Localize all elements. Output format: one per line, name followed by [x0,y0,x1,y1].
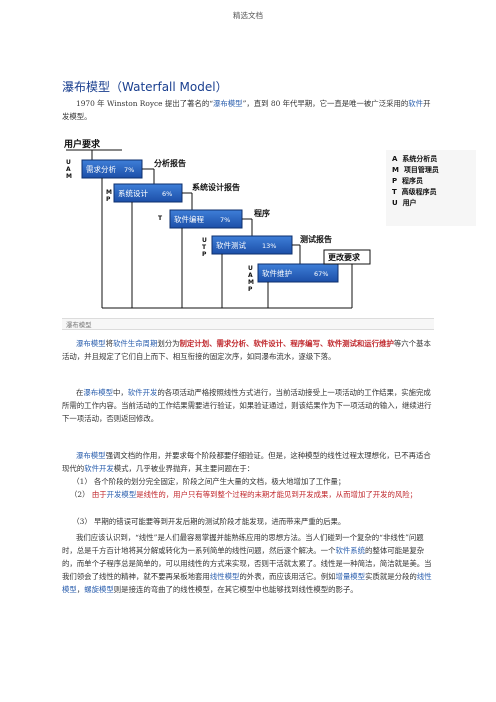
stage-label: 软件维护 [262,268,292,278]
list-text: 各个阶段的划分完全固定，阶段之间产生大量的文档，极大地增加了工作量； [94,477,346,486]
legend-item: P 程序员 [392,177,424,185]
figure-caption: 瀑布模型 [62,318,434,330]
text: 中， [112,388,128,397]
link-waterfall-model[interactable]: 瀑布模型 [83,388,113,397]
link-software-system[interactable]: 软件系统 [335,546,366,555]
diagram-top-label: 用户要求 [63,138,101,150]
stage-output: 分析报告 [154,158,186,168]
list-text: 早期的错误可能要等到开发后期的测试阶段才能发现，进而带来严重的后果。 [94,517,346,526]
role-letter: M [66,173,72,180]
stage-percent: 6% [162,190,172,198]
stage-output: 程序 [254,208,270,218]
legend-item: M 项目管理员 [392,166,439,174]
stage-percent: 7% [220,216,230,224]
role-letter: U [66,159,71,166]
role-letter: T [158,215,163,222]
text: 的外表，而应该用活它。例如 [239,572,336,581]
paragraph-linear: 在瀑布模型中，软件开发的各项活动严格按照线性方式进行，当前活动接受上一项活动的工… [62,386,434,425]
stage-percent: 67% [314,270,328,278]
list-number: （1） [72,477,92,486]
highlight-phases: 制定计划、需求分析、软件设计、程序编写、软件测试和运行维护 [179,339,394,348]
text: 我们应该认识到，“线性”是人们最容易掌握并能熟练应用的思想方法。当人们碰到一个复… [62,533,424,555]
stage-percent: 13% [262,242,276,250]
waterfall-diagram: 用户要求 需求分析 7% 分析报告 系统设计 6% 系统设计报告 软件编程 7%… [62,138,372,316]
intro-text: 1970 年 Winston Royce 提出了著名的“ [76,99,213,108]
text: 实质就是分段的 [365,572,417,581]
list-number: （3） [72,517,92,526]
text: ， [76,585,85,594]
link-dev-model[interactable]: 开发模型 [106,490,137,499]
text: 强调文档的作用，并要求每个阶段都要仔细验证。但是，这种模型的线性过程太理想化，已… [62,451,431,473]
stage-percent: 7% [124,166,134,174]
intro-text: ”，直到 80 年代早期，它一直是唯一被广泛采用的 [242,99,409,108]
role-letter: M [106,189,112,196]
stage-label: 软件测试 [216,240,246,250]
feedback-lines [101,178,353,309]
role-letter: P [202,251,207,258]
legend-item: T 高级程序员 [392,188,437,196]
link-incremental-model[interactable]: 增量模型 [335,572,366,581]
link-spiral-model[interactable]: 螺旋模型 [84,585,114,594]
link-software-dev[interactable]: 软件开发 [84,464,114,473]
text: 在 [76,388,84,397]
intro-text: 开发模型。 [62,99,431,121]
legend-item: A 系统分析员 [392,155,438,163]
stage-output: 测试报告 [300,234,332,244]
stage-maintenance: 软件维护 67% 更改要求 [257,249,371,283]
stage-label: 需求分析 [86,164,116,174]
list-text: 是线性的，用户只有等到整个过程的末期才能见到开发成果，从而增加了开发的风险； [136,490,418,499]
text: 将 [105,339,113,348]
stage-programming: 软件编程 7% 程序 [169,208,270,236]
stage-system-design: 系统设计 6% 系统设计报告 [113,182,240,210]
list-item: （2） 由于开发模型是线性的，用户只有等到整个过程的末期才能见到开发成果，从而增… [62,488,434,501]
intro-paragraph: 1970 年 Winston Royce 提出了著名的“瀑布模型”，直到 80 … [62,97,434,123]
text: 等六个基本活动，并且规定了它们自上而下、相互衔接的固定次序，如同瀑布流水，逐级下… [62,339,431,361]
role-letter: T [202,244,207,251]
text: 则是接连的弯曲了的线性模型，在其它模型中也能够找到线性模型的影子。 [113,585,358,594]
text: 的各项活动严格按照线性方式进行，当前活动接受上一项活动的工作结果，实施完成所需的… [62,388,432,423]
article-title: 瀑布模型（Waterfall Model） [62,80,228,94]
stage-output: 更改要求 [328,252,361,262]
link-linear-model[interactable]: 线性模型 [209,572,240,581]
text: 的整体可能是复杂的，而单个子程序总是简单的，可以用线性的方式来实现，否则干活就太… [62,546,432,581]
role-letter: P [106,196,111,203]
paragraph-phases: 瀑布模型将软件生命周期划分为制定计划、需求分析、软件设计、程序编写、软件测试和运… [62,337,434,363]
list-item: （3）早期的错误可能要等到开发后期的测试阶段才能发现，进而带来严重的后果。 [62,515,434,528]
link-software[interactable]: 软件 [408,99,424,108]
paragraph-linearity: 我们应该认识到，“线性”是人们最容易掌握并能熟练应用的思想方法。当人们碰到一个复… [62,531,434,596]
stage-label: 系统设计 [118,188,148,198]
diagram-legend: A 系统分析员 M 项目管理员 P 程序员 T 高级程序员 U 用户 [386,150,476,226]
link-lifecycle[interactable]: 软件生命周期 [112,339,158,348]
text: 划分为 [157,339,180,348]
page-header: 精选文档 [233,11,263,20]
role-letter: A [248,272,253,279]
role-letter: U [248,265,253,272]
link-waterfall-model[interactable]: 瀑布模型 [76,339,106,348]
stage-label: 软件编程 [174,214,204,224]
stage-testing: 软件测试 13% 测试报告 [211,234,332,264]
stage-output: 系统设计报告 [192,182,240,192]
role-letter: A [66,166,71,173]
list-item: （1）各个阶段的划分完全固定，阶段之间产生大量的文档，极大地增加了工作量； [62,475,434,488]
list-number: （2） [70,490,90,499]
link-linear-model[interactable]: 线性模型 [62,572,432,594]
role-letter: M [248,279,254,286]
link-waterfall-model[interactable]: 瀑布模型 [212,99,243,108]
legend-item: U 用户 [392,199,417,207]
role-letter: P [248,286,253,293]
role-letter: U [202,237,207,244]
link-waterfall-model[interactable]: 瀑布模型 [76,451,106,460]
paragraph-problems: 瀑布模型强调文档的作用，并要求每个阶段都要仔细验证。但是，这种模型的线性过程太理… [62,449,434,475]
link-software-dev[interactable]: 软件开发 [127,388,158,397]
text: 模式，几乎被业界抛弃，其主要问题在于： [113,464,255,473]
stage-requirements: 需求分析 7% 分析报告 [81,158,186,184]
list-text: 由于 [91,490,107,499]
